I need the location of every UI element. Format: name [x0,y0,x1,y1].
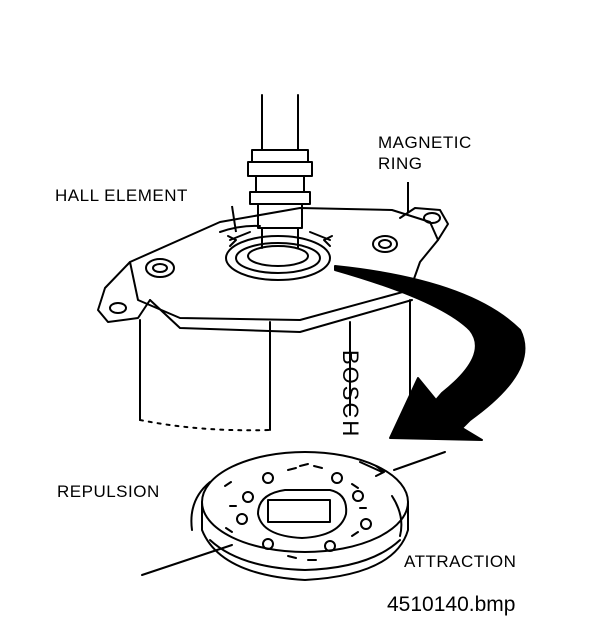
magnetic-ring-label-line2: RING [378,154,423,173]
image-filename-caption: 4510140.bmp [387,593,516,616]
curved-arrow-icon [334,265,526,441]
magnetic-ring-label-line1: MAGNETIC [378,133,472,152]
repulsion-label: REPULSION [57,482,160,501]
magnetic-disc [141,451,446,581]
motor-housing [97,207,449,432]
attraction-label: ATTRACTION [404,552,517,571]
bosch-brand-label: BOSCH [338,350,363,439]
hall-element-label: HALL ELEMENT [55,186,188,205]
shaft [247,94,313,249]
